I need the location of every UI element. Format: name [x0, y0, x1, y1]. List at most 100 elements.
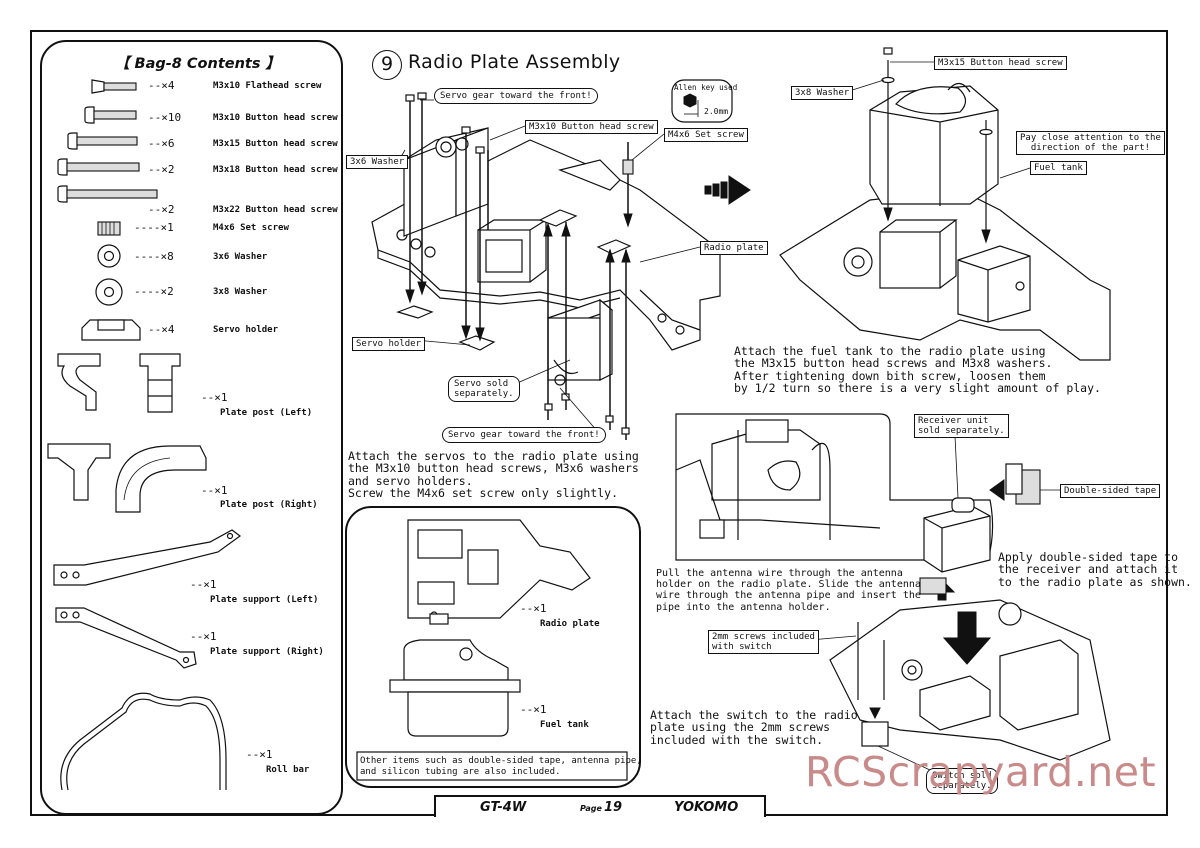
instruction-fuel-tank: Attach the fuel tank to the radio plate … [734, 344, 1101, 395]
set-screw-drawing [97, 221, 121, 236]
screws-and-arrows-drawing [405, 92, 634, 440]
qty-m3x18-button: --×2 [148, 163, 175, 176]
footer-model: GT-4W [480, 800, 527, 815]
servo-holders-drawing [396, 209, 632, 351]
part-name-plate-post-left: Plate post (Left) [220, 408, 313, 418]
servo-right-drawing [546, 298, 614, 386]
part-name-plate-support-right: Plate support (Right) [210, 647, 324, 657]
flathead-screw-drawing [91, 79, 137, 94]
parts-list-panel [40, 40, 343, 815]
callout-3x8-washer: 3x8 Washer [791, 86, 854, 100]
attention-line-2: direction of the part! [1030, 143, 1151, 153]
part-name-plate-post-right: Plate post (Right) [220, 500, 318, 510]
receiver-line-2: sold separately. [918, 426, 1005, 436]
receiver-drawing [923, 497, 991, 601]
part-name-set-screw: M4x6 Set screw [213, 223, 289, 233]
fuel-tank-assembly-drawing [779, 47, 1111, 361]
instruction-switch: Attach the switch to the radio plate usi… [650, 708, 858, 747]
qty-servo-holder: --×4 [148, 323, 175, 336]
radio-plate-part-drawing [407, 519, 591, 619]
qty-roll-bar: --×1 [246, 748, 273, 761]
servo-holder-drawing [81, 319, 141, 341]
qty-washer-3x8: ----×2 [134, 285, 174, 298]
switch-line-1: Switch sold [932, 771, 992, 781]
page-footer: GT-4W Page 19 YOKOMO [434, 795, 766, 817]
step-number: 9 [372, 50, 402, 80]
callout-servo-gear-top: Servo gear toward the front! [434, 88, 598, 104]
button-screw-10-drawing [84, 106, 137, 124]
part-name-plate-support-left: Plate support (Left) [210, 595, 319, 605]
next-step-arrow-icon [704, 175, 751, 205]
watermark: RCScrapyard.net [805, 748, 1157, 796]
footer-page-label: Page [580, 804, 602, 813]
qty-m3x10-button: --×10 [148, 111, 182, 124]
step-title: Radio Plate Assembly [408, 51, 621, 73]
included-parts-panel [345, 506, 641, 788]
part-name-m3x10-button: M3x10 Button head screw [213, 113, 338, 123]
servo-sold-line-2: separately. [454, 389, 514, 399]
plate-support-right-drawing [55, 607, 197, 669]
plate-support-left-drawing [53, 529, 242, 586]
callout-m3x10-screw: M3x10 Button head screw [525, 120, 658, 134]
antenna-detail-drawing [675, 413, 994, 561]
callout-switch-sold-separately: Switch sold separately. [926, 768, 998, 794]
qty-flathead: --×4 [148, 79, 175, 92]
qty-m3x22-button: --×2 [148, 203, 175, 216]
callout-receiver-unit: Receiver unit sold separately. [914, 414, 1009, 438]
part-name-servo-holder: Servo holder [213, 325, 279, 335]
attention-line-1: Pay close attention to the [1020, 133, 1161, 143]
allen-key-icon [671, 79, 733, 123]
callout-radio-plate: Radio plate [700, 241, 768, 255]
footer-brand: YOKOMO [674, 800, 739, 815]
part-name-fuel-tank: Fuel tank [540, 720, 589, 730]
part-name-m3x15-button: M3x15 Button head screw [213, 139, 338, 149]
button-screw-22-drawing [57, 185, 158, 203]
part-name-washer-3x8: 3x8 Washer [213, 287, 268, 297]
plate-post-left-drawing [57, 353, 181, 413]
instruction-antenna: Pull the antenna wire through the antenn… [656, 568, 921, 613]
qty-m3x15-button: --×6 [148, 137, 175, 150]
roll-bar-drawing [60, 692, 227, 791]
part-name-washer-3x6: 3x6 Washer [213, 252, 268, 262]
qty-fuel-tank: --×1 [520, 703, 547, 716]
qty-washer-3x6: ----×8 [134, 250, 174, 263]
fuel-tank-part-drawing [389, 613, 521, 737]
callout-fuel-tank: Fuel tank [1030, 161, 1087, 175]
callout-3x6-washer: 3x6 Washer [346, 155, 409, 169]
allen-key-size: 2.0mm [704, 107, 729, 116]
qty-plate-support-left: --×1 [190, 578, 217, 591]
allen-key-label: Allen key used [674, 83, 738, 92]
part-name-radio-plate: Radio plate [540, 619, 600, 629]
qty-radio-plate: --×1 [520, 602, 547, 615]
servo-left-drawing [403, 127, 489, 237]
parts-list-title: 【 Bag-8 Contents 】 [115, 56, 281, 72]
switch-assembly-drawing [829, 599, 1111, 761]
instruction-servos: Attach the servos to the radio plate usi… [348, 449, 639, 500]
sub-note-box [356, 751, 628, 781]
part-name-m3x18-button: M3x18 Button head screw [213, 165, 338, 175]
callout-servo-sold-separately: Servo sold separately. [448, 376, 520, 402]
included-items-note: Other items such as double-sided tape, a… [360, 756, 642, 777]
washer-3x8-drawing [95, 278, 123, 306]
callout-attention: Pay close attention to the direction of … [1016, 131, 1165, 155]
part-name-flathead: M3x10 Flathead screw [213, 81, 322, 91]
screws-2mm-line-1: 2mm screws included [712, 632, 815, 642]
servo-sold-line-1: Servo sold [454, 379, 509, 389]
callout-m3x15-screw: M3x15 Button head screw [934, 56, 1067, 70]
washer-3x6-drawing [97, 244, 121, 268]
callout-m4x6-set-screw: M4x6 Set screw [664, 128, 748, 142]
callout-2mm-screws: 2mm screws included with switch [708, 630, 819, 654]
qty-set-screw: ----×1 [134, 221, 174, 234]
qty-plate-post-right: --×1 [201, 484, 228, 497]
instruction-receiver: Apply double-sided tape to the receiver … [998, 550, 1192, 589]
part-name-roll-bar: Roll bar [266, 765, 310, 775]
double-sided-tape-drawing [919, 463, 1041, 595]
qty-plate-post-left: --×1 [201, 391, 228, 404]
callout-servo-holder: Servo holder [352, 337, 426, 351]
button-screw-18-drawing [57, 158, 140, 176]
button-screw-15-drawing [67, 132, 138, 150]
receiver-line-1: Receiver unit [918, 416, 989, 426]
part-name-m3x22-button: M3x22 Button head screw [213, 205, 338, 215]
screws-2mm-line-2: with switch [712, 642, 772, 652]
